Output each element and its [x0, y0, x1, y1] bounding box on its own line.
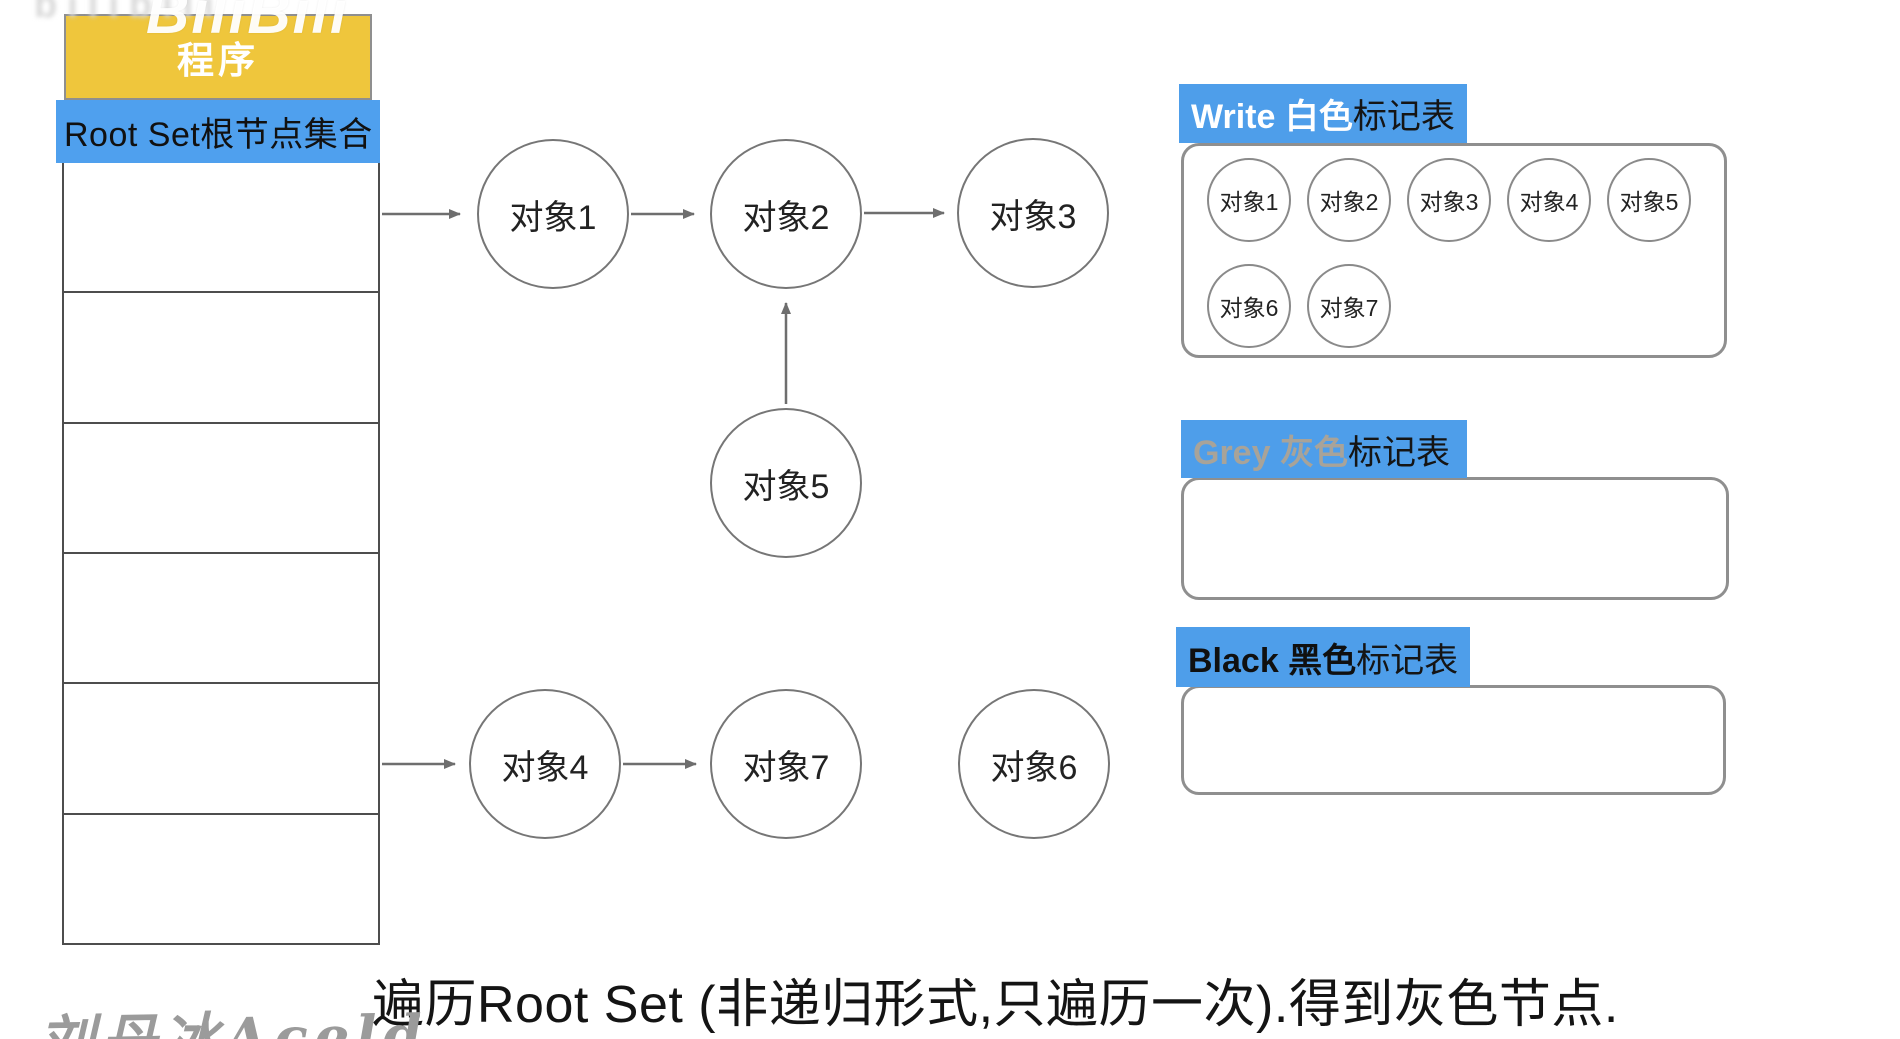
bilibili-watermark-small: bilibili: [34, 0, 224, 26]
black-mark-table-label-highlight: Black 黑色: [1188, 641, 1357, 680]
black-mark-table-box: [1181, 685, 1726, 795]
white-table-object-5: 对象5: [1607, 158, 1691, 242]
rootset-stack-table: [62, 163, 380, 945]
object-node-3: 对象3: [957, 138, 1109, 288]
white-table-object-7: 对象7: [1307, 264, 1391, 348]
caption-text: 遍历Root Set (非递归形式,只遍历一次).得到灰色节点.: [372, 976, 1619, 1034]
white-table-object-6: 对象6: [1207, 264, 1291, 348]
white-table-object-1: 对象1: [1207, 158, 1291, 242]
white-mark-table-box: 对象1 对象2 对象3 对象4 对象5 对象6 对象7: [1181, 143, 1727, 358]
white-mark-table-label: Write 白色标记表: [1179, 84, 1467, 143]
object-node-4: 对象4: [469, 689, 621, 839]
grey-mark-table-box: [1181, 477, 1729, 600]
black-mark-table-label-rest: 标记表: [1356, 641, 1459, 680]
object-node-2: 对象2: [710, 139, 862, 289]
stack-slot: [64, 424, 378, 554]
object-node-7: 对象7: [710, 689, 862, 839]
stack-slot: [64, 293, 378, 424]
white-mark-table-label-rest: 标记表: [1352, 98, 1455, 136]
program-header: 程序: [64, 14, 372, 100]
rootset-header: Root Set根节点集合: [56, 100, 380, 163]
author-signature: 刘丹冰Aceld: [37, 1002, 429, 1039]
stack-slot: [64, 684, 378, 815]
white-table-object-4: 对象4: [1507, 158, 1591, 242]
grey-mark-table-label: Grey 灰色标记表: [1181, 420, 1467, 478]
object-node-1: 对象1: [477, 139, 629, 289]
white-table-object-2: 对象2: [1307, 158, 1391, 242]
object-node-6: 对象6: [958, 689, 1110, 839]
white-mark-table-label-highlight: Write 白色: [1191, 98, 1353, 136]
stack-slot: [64, 554, 378, 685]
bilibili-logo-watermark: BiliBili: [146, 0, 349, 46]
white-table-object-3: 对象3: [1407, 158, 1491, 242]
grey-mark-table-label-highlight: Grey 灰色: [1193, 433, 1348, 472]
black-mark-table-label: Black 黑色标记表: [1176, 627, 1470, 687]
stack-slot: [64, 163, 378, 294]
grey-mark-table-label-rest: 标记表: [1347, 433, 1450, 472]
object-node-5: 对象5: [710, 408, 862, 558]
